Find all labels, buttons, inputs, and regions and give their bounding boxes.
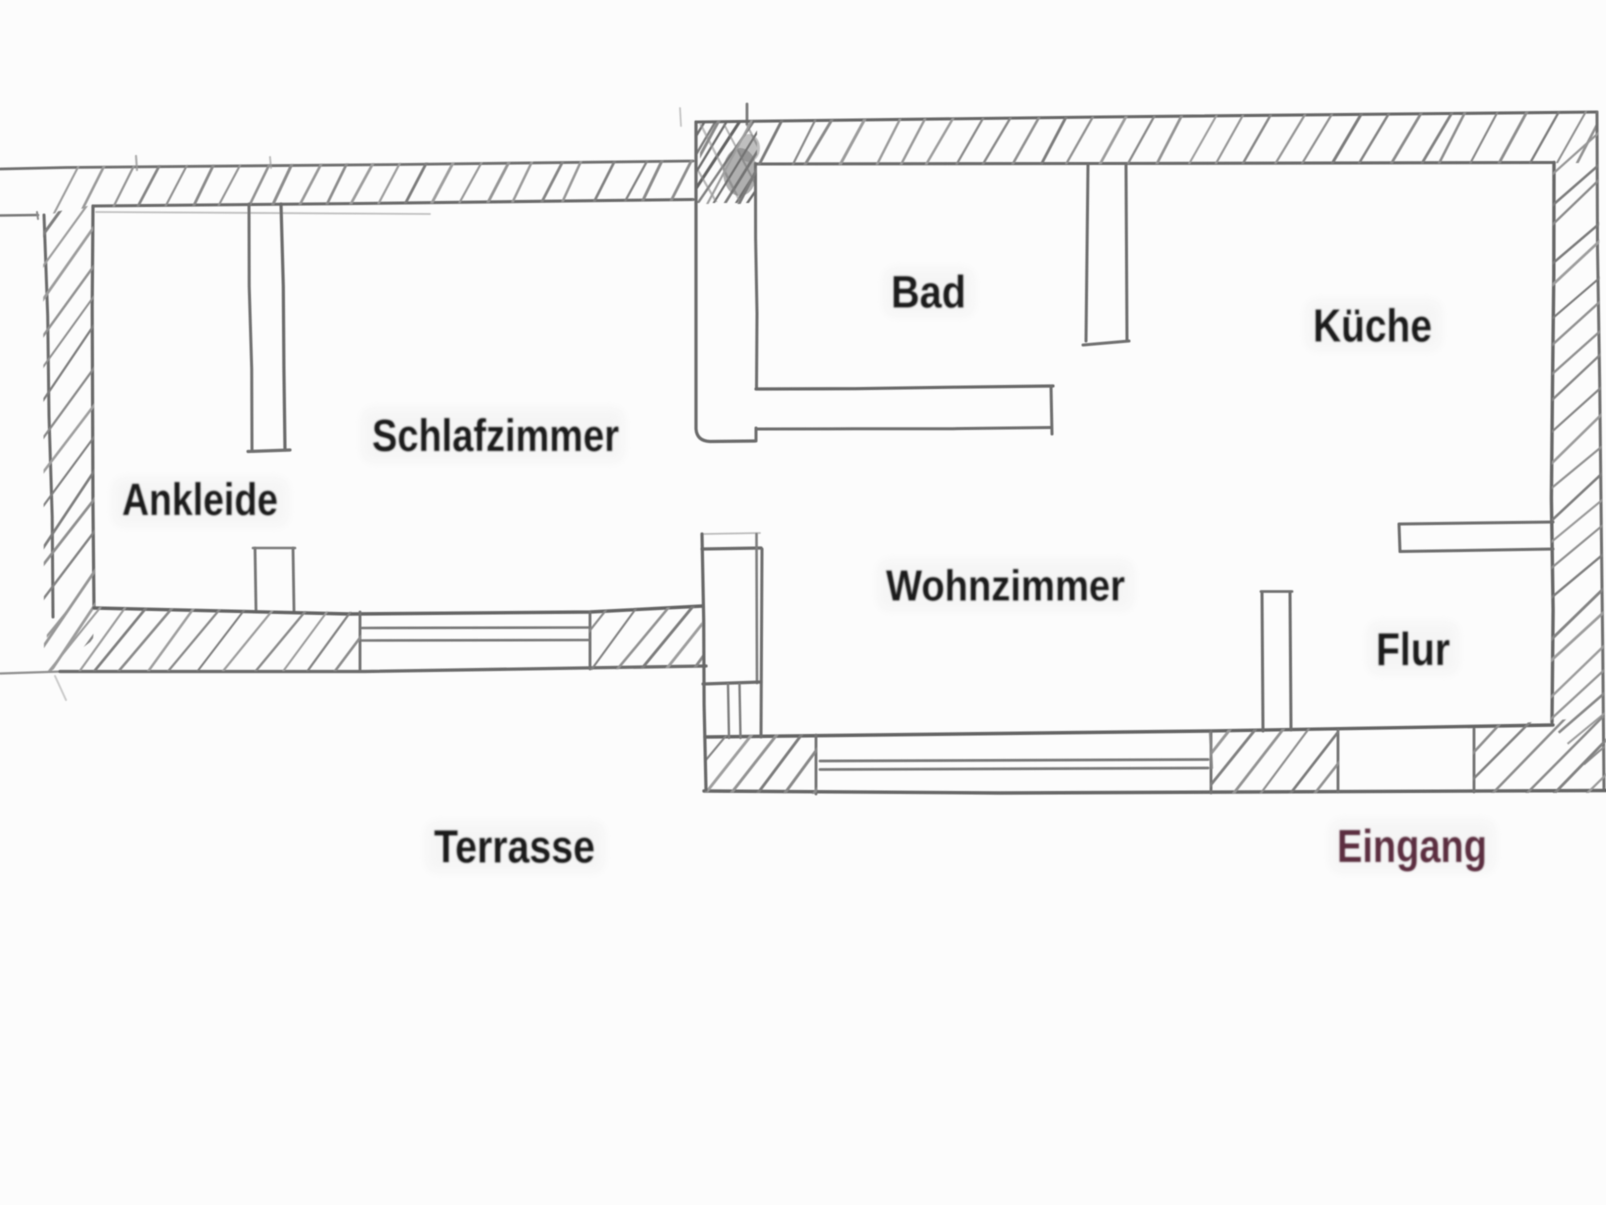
svg-text:Schlafzimmer: Schlafzimmer [372, 410, 619, 461]
svg-text:Eingang: Eingang [1337, 820, 1487, 872]
svg-text:Bad: Bad [891, 267, 966, 318]
svg-text:Küche: Küche [1313, 300, 1432, 352]
svg-text:Terrasse: Terrasse [434, 821, 595, 873]
svg-text:Ankleide: Ankleide [122, 474, 278, 525]
svg-text:Wohnzimmer: Wohnzimmer [886, 563, 1125, 611]
svg-text:Flur: Flur [1376, 623, 1450, 675]
